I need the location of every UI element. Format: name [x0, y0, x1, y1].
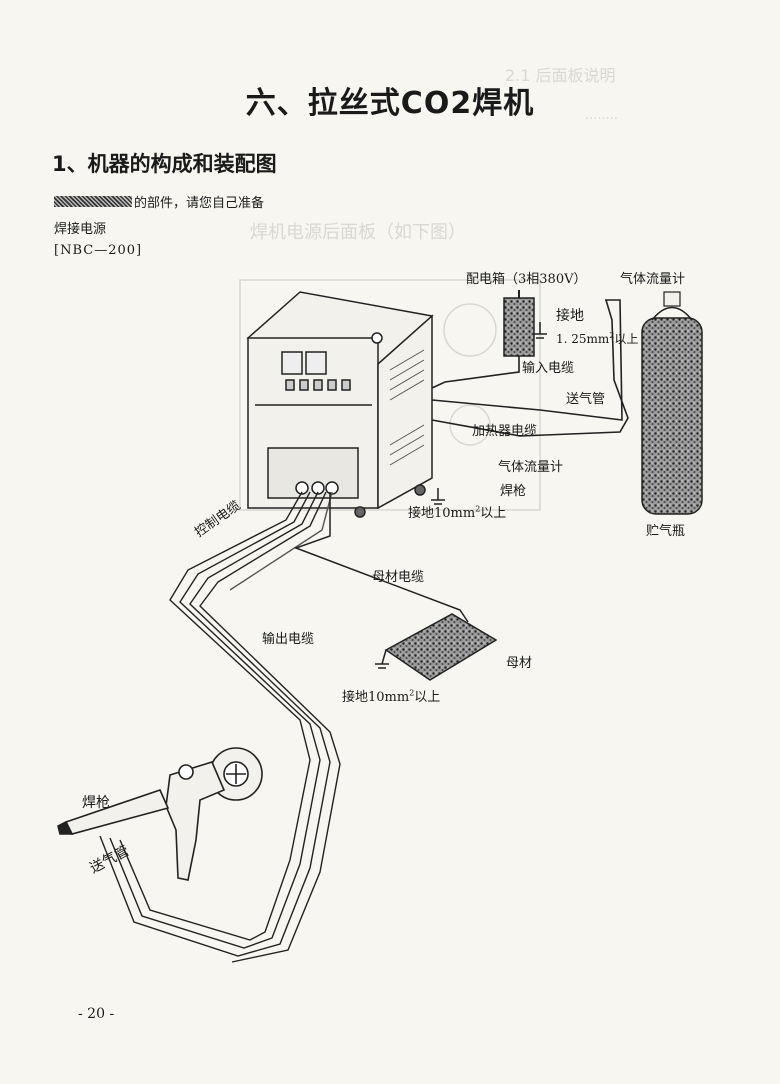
hatch-legend-swatch [54, 196, 132, 207]
flowmeter-icon [663, 291, 681, 307]
ground-10mm-label: 接地10mm2以上 [408, 504, 507, 521]
power-source-label: 焊接电源 [54, 222, 107, 237]
knob-icon [285, 379, 295, 391]
wheel-icon [414, 484, 426, 496]
gas-pipe-label: 送气管 [566, 392, 606, 407]
input-cable-label: 输入电缆 [522, 361, 575, 376]
distribution-box [503, 297, 535, 357]
bleed-through-text: 焊机电源后面板（如下图） [250, 222, 466, 243]
torch-body [165, 761, 226, 881]
output-cable-label: 输出电缆 [262, 632, 315, 647]
meter-icon [305, 351, 327, 375]
knob-icon [341, 379, 351, 391]
base-cable-label: 母材电缆 [372, 570, 425, 585]
ground-label: 接地 [556, 308, 584, 324]
page-title: 六、拉丝式CO2焊机 [245, 86, 535, 121]
torch-label: 焊枪 [82, 795, 110, 811]
lifting-eye-icon [371, 332, 383, 344]
knob-icon [313, 379, 323, 391]
connector-icon [311, 481, 325, 495]
trigger-knob-icon [178, 764, 194, 780]
bleed-through-text: ········ [585, 112, 619, 127]
connector-icon [295, 481, 309, 495]
ground-symbol-icon [431, 488, 445, 505]
cylinder-label: 贮气瓶 [646, 524, 686, 539]
page-number: - 20 - [78, 1006, 115, 1022]
ground-10mm-label: 接地10mm2以上 [342, 688, 441, 705]
base-metal-plate [384, 613, 498, 681]
welding-power-source [246, 291, 434, 518]
heater-cable [431, 299, 629, 437]
user-supplied-note: 的部件，请您自己准备 [54, 192, 264, 211]
base-metal-cable [293, 492, 469, 623]
gas-supply-pipe [431, 299, 623, 421]
distribution-box-label: 配电箱（3相380V） [466, 272, 587, 287]
ground-symbol-icon [375, 649, 389, 669]
knob-icon [327, 379, 337, 391]
bleed-through-panel [239, 279, 541, 511]
bleed-through-text: 2.1 后面板说明 [505, 66, 616, 85]
base-metal-label: 母材 [506, 656, 533, 671]
cabinet-side [377, 314, 433, 510]
torch-label: 焊枪 [500, 484, 527, 499]
knob-icon [299, 379, 309, 391]
section-title: 1、机器的构成和装配图 [52, 152, 277, 176]
input-cable [431, 356, 520, 389]
ground-arrow-icon [533, 322, 547, 339]
heater-cable-label: 加热器电缆 [472, 424, 538, 439]
torch-cable-bundle [99, 491, 341, 963]
wheel-icon [354, 506, 366, 518]
power-and-gas-lines [431, 299, 629, 437]
ground-size-label: 1. 25mm2以上 [556, 331, 639, 346]
gas-flowmeter-label: 气体流量计 [620, 272, 686, 287]
note-text: 的部件，请您自己准备 [134, 196, 265, 211]
model-label: [NBC—200] [54, 243, 143, 258]
welding-torch [57, 747, 263, 881]
cabinet-vents [389, 349, 425, 466]
gas-flowmeter-label: 气体流量计 [498, 460, 564, 475]
meter-icon [281, 351, 303, 375]
gas-cylinder [641, 291, 703, 515]
